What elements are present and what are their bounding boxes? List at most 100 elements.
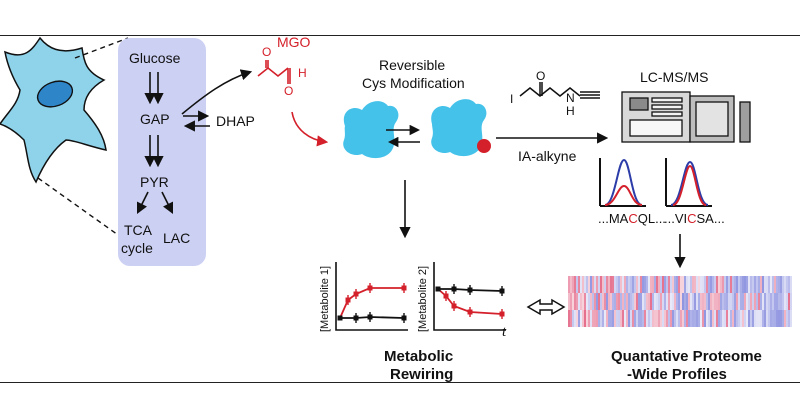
heatmap-cell xyxy=(608,276,610,293)
heatmap-cell xyxy=(586,310,588,327)
heatmap-cell xyxy=(596,293,598,310)
heatmap-cell xyxy=(756,310,758,327)
heatmap-cell xyxy=(588,310,590,327)
heatmap-cell xyxy=(704,293,706,310)
heatmap-cell xyxy=(720,276,722,293)
heatmap-cell xyxy=(664,293,666,310)
heatmap-cell xyxy=(570,293,572,310)
heatmap-cell xyxy=(788,293,790,310)
heatmap-cell xyxy=(590,276,592,293)
heatmap-cell xyxy=(740,293,742,310)
heatmap-cell xyxy=(722,276,724,293)
protein-modified-icon xyxy=(431,99,491,157)
heatmap-cell xyxy=(682,293,684,310)
heatmap-cell xyxy=(770,276,772,293)
heatmap-cell xyxy=(664,276,666,293)
heatmap-cell xyxy=(756,276,758,293)
heatmap-cell xyxy=(736,276,738,293)
heatmap-cell xyxy=(662,276,664,293)
heatmap-cell xyxy=(748,276,750,293)
heatmap-cell xyxy=(788,310,790,327)
heatmap-cell xyxy=(776,293,778,310)
cys-modification-dot xyxy=(477,139,491,153)
arrow-pyr-lac xyxy=(161,191,174,215)
heatmap-cell xyxy=(734,293,736,310)
label-mgo-h: H xyxy=(298,66,307,80)
label-dhap: DHAP xyxy=(216,113,255,129)
heatmap-cell xyxy=(730,310,732,327)
heatmap-cell xyxy=(658,293,660,310)
heatmap-cell xyxy=(646,293,648,310)
heatmap-cell xyxy=(668,276,670,293)
arrow-mgo-to-protein xyxy=(291,111,329,147)
heatmap-cell xyxy=(620,310,622,327)
heatmap-cell xyxy=(666,293,668,310)
heatmap-cell xyxy=(744,310,746,327)
heatmap-cell xyxy=(636,310,638,327)
heatmap-cell xyxy=(618,293,620,310)
heatmap-cell xyxy=(606,310,608,327)
heatmap-cell xyxy=(570,310,572,327)
heatmap-cell xyxy=(576,310,578,327)
heatmap-cell xyxy=(744,276,746,293)
heatmap-cell xyxy=(768,293,770,310)
heatmap-cell xyxy=(574,293,576,310)
heatmap-cell xyxy=(698,276,700,293)
heatmap-cell xyxy=(772,293,774,310)
peptide-2: ...VICSA... xyxy=(664,211,725,226)
plot2-ylabel: [Metabolite 2] xyxy=(417,265,429,332)
heatmap-cell xyxy=(684,310,686,327)
label-mgo: MGO xyxy=(277,34,311,50)
label-probe-i: I xyxy=(510,92,514,106)
heatmap-cell xyxy=(644,293,646,310)
heatmap-cell xyxy=(678,276,680,293)
label-mgo-o2: O xyxy=(284,84,294,98)
heatmap-cell xyxy=(652,293,654,310)
heatmap-cell xyxy=(736,293,738,310)
heatmap-cell xyxy=(628,293,630,310)
heatmap-cell xyxy=(646,310,648,327)
heatmap-cell xyxy=(758,293,760,310)
zoom-line-top xyxy=(74,37,129,59)
heatmap-cell xyxy=(656,310,658,327)
cell-icon xyxy=(0,36,107,184)
heatmap-cell xyxy=(750,310,752,327)
heatmap-cell xyxy=(708,310,710,327)
heatmap-cell xyxy=(584,293,586,310)
plot1-red xyxy=(339,287,404,319)
heatmap-cell xyxy=(686,293,688,310)
heatmap-cell xyxy=(700,276,702,293)
heatmap-cell xyxy=(760,293,762,310)
heatmap-cell xyxy=(720,293,722,310)
heatmap-cell xyxy=(718,276,720,293)
heatmap-cell xyxy=(650,310,652,327)
lcms-instrument-icon xyxy=(621,91,751,143)
heatmap-cell xyxy=(646,276,648,293)
heatmap-cell xyxy=(738,293,740,310)
heatmap-cell xyxy=(670,276,672,293)
heatmap-cell xyxy=(586,276,588,293)
heatmap-cell xyxy=(622,276,624,293)
heatmap-cell xyxy=(592,310,594,327)
heatmap-cell xyxy=(758,276,760,293)
heatmap-cell xyxy=(784,293,786,310)
heatmap-cell xyxy=(730,293,732,310)
heatmap-cell xyxy=(692,310,694,327)
heatmap-cell xyxy=(712,310,714,327)
caption-rewiring-1: Metabolic xyxy=(384,348,454,365)
heatmap-cell xyxy=(774,276,776,293)
heatmap-cell xyxy=(598,276,600,293)
heatmap-cell xyxy=(672,310,674,327)
heatmap-cell xyxy=(726,310,728,327)
heatmap-cell xyxy=(618,276,620,293)
time-label: t xyxy=(502,324,507,340)
heatmap-cell xyxy=(606,276,608,293)
arrow-pyr-tca xyxy=(136,191,149,215)
label-glucose: Glucose xyxy=(129,50,181,66)
heatmap-cell xyxy=(626,293,628,310)
heatmap-cell xyxy=(778,310,780,327)
heatmap-cell xyxy=(728,310,730,327)
heatmap-cell xyxy=(644,276,646,293)
heatmap-cell xyxy=(602,310,604,327)
